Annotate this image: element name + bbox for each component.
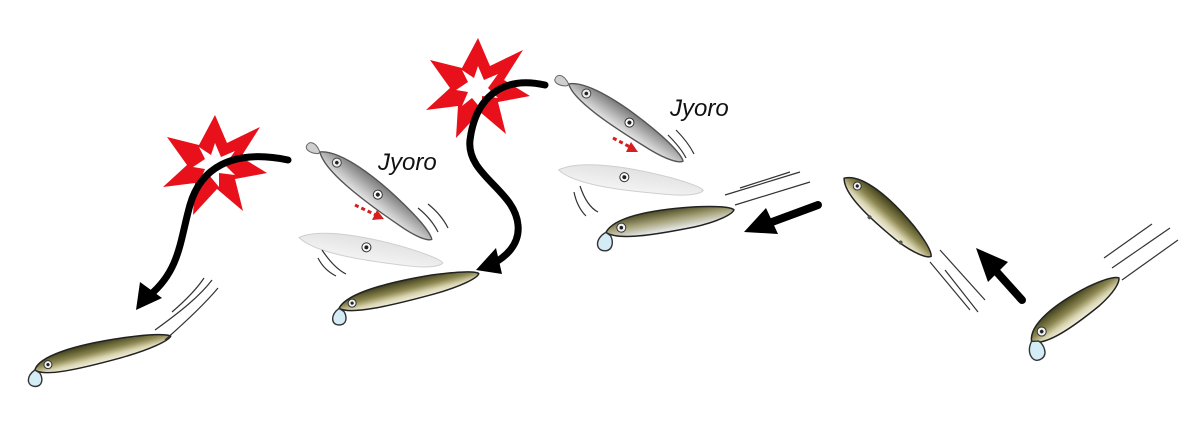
ghost-lure-pale-2 <box>557 164 704 196</box>
speed-lines-icon <box>667 129 695 159</box>
lure-bottom-left <box>27 333 172 388</box>
impact-burst-icon <box>426 38 530 138</box>
red-motion-arrow <box>612 136 638 152</box>
fishing-lure-icon <box>604 205 735 238</box>
ghost-lure-upper-2 <box>554 74 684 163</box>
lure-lip <box>27 369 43 388</box>
speed-lines-icon <box>724 171 811 206</box>
straight-arrow-icon <box>976 248 1026 304</box>
speed-lines-icon <box>154 277 219 341</box>
curved-arrow-icon <box>136 153 292 310</box>
jyoro-label-2: Jyoro <box>669 95 729 122</box>
fishing-lure-icon <box>843 176 932 258</box>
fishing-lure-icon <box>33 333 172 374</box>
red-motion-arrow <box>354 203 384 220</box>
ghost-lure-pale <box>298 232 444 268</box>
fishing-lure-icon <box>1030 276 1120 343</box>
fishing-lure-icon <box>338 271 480 312</box>
curved-arrow-icon <box>466 79 549 274</box>
speed-lines-icon <box>317 249 347 277</box>
speed-lines-icon <box>573 185 599 217</box>
speed-lines-icon <box>417 203 449 233</box>
lure-bottom-right <box>1028 276 1120 361</box>
straight-arrow-icon <box>744 201 822 234</box>
lure-middle <box>596 205 735 252</box>
lure-middle-left <box>331 271 480 326</box>
speed-lines-icon <box>929 249 986 313</box>
speed-lines-icon <box>1103 223 1179 281</box>
ghost-lure-upper <box>305 142 433 241</box>
lure-right-middle <box>843 176 932 258</box>
jyoro-label-1: Jyoro <box>377 149 437 176</box>
